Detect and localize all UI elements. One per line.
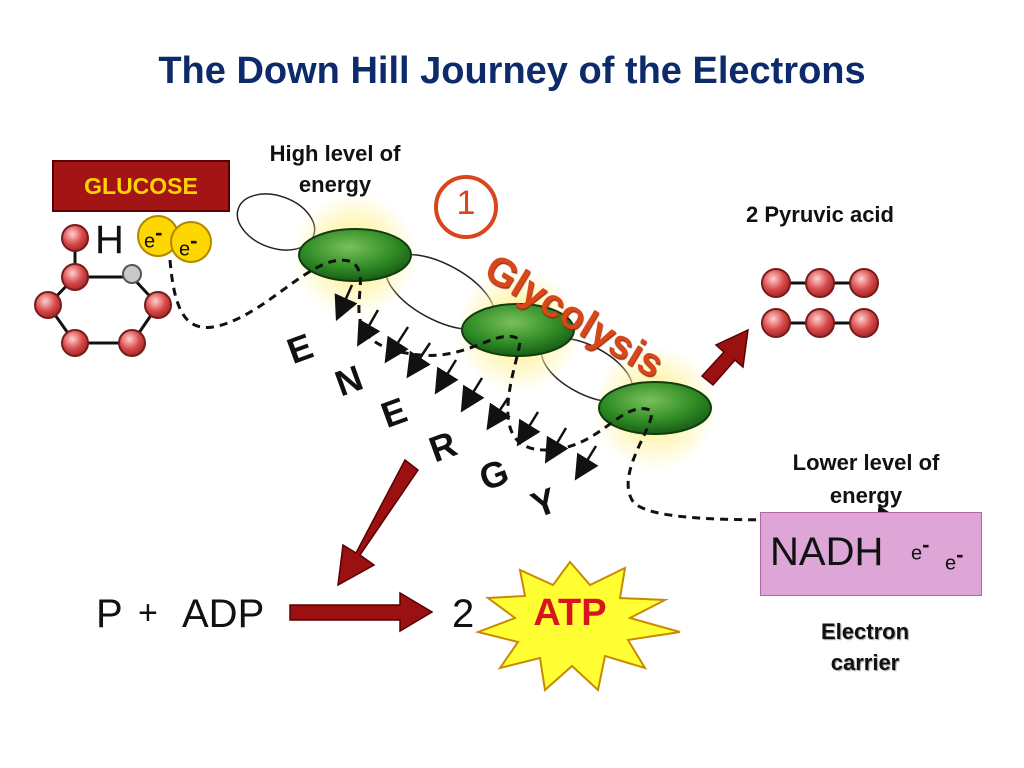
pyruvic-bead — [761, 268, 791, 298]
pyruvic-bead — [805, 268, 835, 298]
atp-starburst — [474, 560, 681, 692]
pyruvic-arrow — [700, 328, 749, 387]
glucose-bead — [34, 291, 62, 319]
glucose-label-box: GLUCOSE — [52, 160, 230, 212]
energy-release-arrows — [334, 284, 599, 481]
plus-sign: + — [138, 594, 158, 632]
electron-carrier-step-1 — [293, 193, 417, 317]
electron-label: e- — [911, 532, 930, 565]
hydrogen-label: H — [95, 218, 124, 262]
pyruvic-bead — [849, 308, 879, 338]
hydrogen-node — [122, 264, 142, 284]
electron-path — [168, 258, 907, 536]
pyruvic-bead — [805, 308, 835, 338]
glucose-bead — [118, 329, 146, 357]
pyruvic-acid-label: 2 Pyruvic acid — [746, 202, 894, 227]
pyruvic-bead — [761, 308, 791, 338]
slide-title: The Down Hill Journey of the Electrons — [158, 50, 866, 92]
phosphate-label: P — [96, 592, 123, 636]
nadh-label: NADH — [770, 530, 884, 574]
atp-label: ATP — [533, 592, 607, 634]
nadh-box — [760, 512, 982, 596]
electron-carrier-label: Electron carrier — [820, 619, 910, 675]
electron-label: e- — [179, 228, 198, 261]
energy-to-adp-arrow — [337, 458, 420, 587]
pyruvic-bead — [849, 268, 879, 298]
glucose-bead — [144, 291, 172, 319]
lower-energy-label: Lower level of energy — [792, 450, 940, 508]
electron-label: e- — [144, 220, 163, 253]
glucose-bead — [61, 329, 89, 357]
high-energy-label: High level of energy — [269, 141, 401, 197]
atp-count: 2 — [452, 592, 475, 636]
glucose-bead — [61, 263, 89, 291]
glucose-molecule — [34, 224, 172, 357]
glucose-bead — [61, 224, 89, 252]
adp-to-atp-arrow — [289, 591, 434, 633]
pyruvic-acid-molecules — [761, 268, 879, 338]
electron-label: e- — [945, 542, 964, 575]
glucose-label: GLUCOSE — [84, 172, 198, 199]
electron-carrier-step-2 — [456, 268, 580, 392]
electron-carrier-step-3 — [593, 346, 717, 470]
glucose-electrons — [137, 215, 212, 263]
step-1-circle — [434, 175, 498, 239]
step-number: 1 — [456, 184, 476, 222]
adp-label: ADP — [182, 592, 265, 636]
